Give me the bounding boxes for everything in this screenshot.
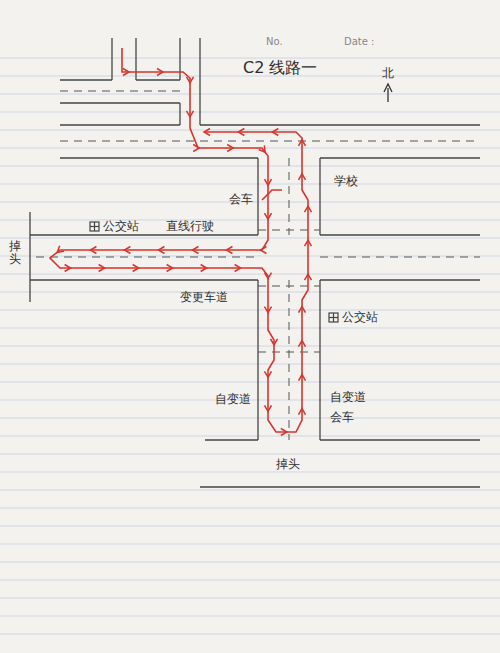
- route-arrowhead: [272, 129, 278, 136]
- maneuver-label: 掉头: [276, 457, 300, 471]
- route-arrowhead: [55, 246, 64, 255]
- driving-route: [50, 48, 312, 436]
- route-arrowhead: [193, 145, 199, 152]
- route-arrowhead: [124, 247, 130, 254]
- place-label: 公交站: [103, 219, 139, 233]
- paper-field: No.: [266, 36, 283, 48]
- bus-stop-symbol: [90, 222, 338, 322]
- ruled-lines: [0, 58, 500, 634]
- maneuver-label: 直线行驶: [166, 219, 214, 233]
- route-arrowhead: [157, 69, 163, 76]
- route-arrowhead: [123, 69, 129, 76]
- route-arrowhead: [259, 145, 268, 154]
- maneuver-label: 自变道: [215, 392, 251, 406]
- route-arrowhead: [299, 307, 306, 313]
- route-arrowhead: [265, 371, 272, 377]
- paper-field: Date :: [344, 36, 374, 48]
- road-edges: [30, 38, 480, 487]
- route-arrowhead: [265, 405, 272, 411]
- route-arrowhead: [299, 174, 306, 180]
- route-arrowhead: [227, 145, 233, 152]
- route-arrowhead: [265, 213, 272, 219]
- route-arrowhead: [187, 77, 194, 83]
- route-arrowhead: [204, 129, 210, 136]
- north-arrow: [384, 84, 392, 102]
- route-arrowhead: [265, 307, 272, 313]
- route-arrowhead: [99, 265, 105, 272]
- place-label: 公交站: [342, 310, 378, 324]
- map-title: C2 线路一: [243, 58, 317, 77]
- lane-dividers: [36, 91, 480, 440]
- route-arrowhead: [235, 265, 241, 272]
- route-arrowhead: [226, 247, 232, 254]
- route-line: [262, 190, 282, 200]
- maneuver-label: 掉头: [9, 240, 21, 266]
- compass-label: 北: [382, 66, 394, 80]
- route-arrowhead: [299, 409, 306, 415]
- route-line: [50, 48, 308, 432]
- maneuver-label: 变更车道: [180, 290, 228, 304]
- route-arrowhead: [238, 129, 244, 136]
- route-arrowhead: [167, 265, 173, 272]
- route-arrowhead: [260, 247, 266, 254]
- place-label: 学校: [334, 174, 358, 188]
- route-arrowhead: [299, 341, 306, 347]
- route-arrowhead: [271, 339, 278, 345]
- route-arrowhead: [299, 375, 306, 381]
- maneuver-label: 会车: [330, 410, 354, 424]
- route-arrowhead: [265, 179, 272, 185]
- maneuver-label: 会车: [229, 192, 253, 206]
- route-arrowhead: [201, 265, 207, 272]
- route-arrowhead: [133, 265, 139, 272]
- route-arrowhead: [305, 274, 312, 280]
- route-arrowhead: [265, 273, 272, 279]
- route-arrowhead: [65, 265, 71, 272]
- route-arrowhead: [192, 247, 198, 254]
- maneuver-label: 自变道: [330, 390, 366, 404]
- route-arrowhead: [90, 247, 96, 254]
- route-arrowhead: [281, 429, 287, 436]
- route-arrowhead: [158, 247, 164, 254]
- route-arrowhead: [305, 240, 312, 246]
- route-arrowhead: [299, 140, 306, 146]
- route-arrowhead: [187, 111, 194, 117]
- route-arrowhead: [305, 206, 312, 212]
